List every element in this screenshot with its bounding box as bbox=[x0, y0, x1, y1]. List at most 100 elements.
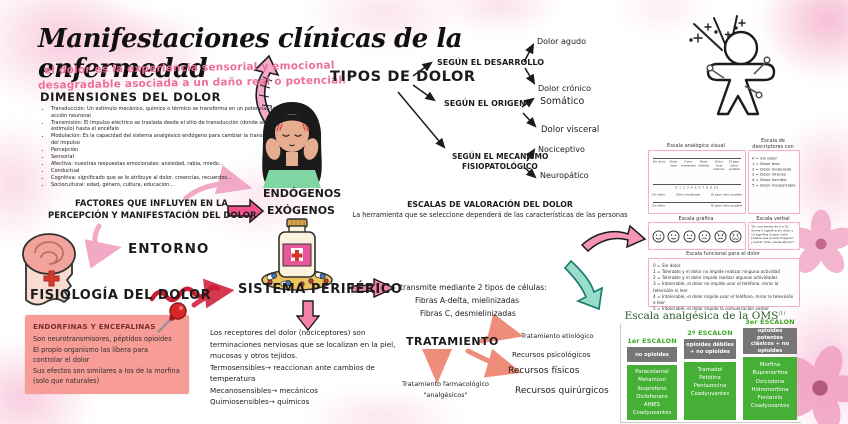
recursos-fisicos: Recursos físicos bbox=[508, 366, 580, 376]
medicine-bottle-illustration bbox=[261, 218, 333, 291]
oms-step-header: opioides débiles + no opioides bbox=[684, 338, 736, 359]
oms-drug: Diclofenaco bbox=[636, 393, 668, 400]
verbal-title: Escala verbal bbox=[756, 216, 790, 222]
oms-step-2: 2º ESCALON opioides débiles + no opioide… bbox=[684, 329, 736, 420]
descriptor-item: 0 = Sin dolor bbox=[752, 156, 778, 161]
oms-drug: Hidromorfona bbox=[751, 386, 789, 393]
tratamiento-heading: TRATAMIENTO bbox=[406, 335, 499, 348]
sistema-heading: SISTEMA PERIFÉRICO bbox=[238, 282, 403, 297]
oms-step-3: 3er ESCALON opioides potentes clásicos +… bbox=[743, 318, 797, 420]
vas-numbers: 0 1 2 3 4 5 6 7 8 9 10 bbox=[675, 185, 719, 190]
vas-label: Dolor moderado bbox=[676, 193, 701, 197]
oms-step-label: 2º ESCALON bbox=[687, 328, 733, 337]
tipos-neuropatico: Neuropático bbox=[540, 171, 589, 180]
tratamiento-farmacologico: Tratamiento farmacológico bbox=[401, 380, 489, 388]
oms-step-drugs: Tramadol Petidina Pentazocina Coadyuvant… bbox=[684, 361, 736, 420]
grafica-title: Escala gráfica bbox=[678, 216, 714, 222]
tratamiento-analgesicos: "analgésicos" bbox=[423, 391, 468, 399]
tipos-cat-mecanismo2: FISIOPATOLÓGICO bbox=[462, 162, 538, 171]
funcional-item: 1 = Tolerable y el dolor no impide reali… bbox=[653, 269, 780, 275]
vas-label: El peor dolor posible bbox=[711, 193, 742, 197]
oms-drug: Metamizol bbox=[638, 377, 666, 384]
receptores-line: Los receptores del dolor (nociceptores) … bbox=[210, 328, 366, 337]
factores-line1: FACTORES QUE INFLUYEN EN LA bbox=[75, 199, 229, 209]
transmite-line2: Fibras A-delta, mielinizadas bbox=[415, 296, 520, 305]
oms-step-1: 1er ESCALON no opioides Paracetamol Meta… bbox=[627, 337, 677, 420]
tipos-dolor-cronico: Dolor crónico bbox=[538, 84, 591, 93]
oms-step-drugs: Morfina Buprenorfina Oxicodona Hidromorf… bbox=[743, 357, 797, 420]
funcional-item: 0 = Sin dolor bbox=[653, 263, 681, 269]
bullet-item: Transducción: Un estímulo mecánico, quím… bbox=[51, 106, 285, 119]
oms-drug: Morfina bbox=[759, 362, 781, 369]
receptores-line: mucosas y otros tejidos. bbox=[210, 351, 298, 361]
receptores-line: Termosensibles→ reaccionan ante cambios … bbox=[210, 362, 375, 372]
funcional-item: 5 = Intolerable, el dolor impide la comu… bbox=[653, 306, 769, 311]
oms-drug: Coadyuvantes bbox=[690, 390, 730, 397]
vas-label: Sin dolor bbox=[652, 193, 666, 197]
oms-step-label: 3er ESCALON bbox=[745, 318, 795, 327]
tipos-cat-desarrollo: SEGÚN EL DESARROLLO bbox=[437, 58, 545, 67]
bullet-item: Conductual bbox=[51, 168, 285, 175]
tipos-cat-mecanismo: SEGÚN EL MECANISMO bbox=[452, 152, 549, 161]
visual-scale-title: Escala analógica visual bbox=[667, 143, 725, 149]
visual-scale-box: Sin dolor Dolor leve Dolor moderado Dolo… bbox=[648, 150, 746, 214]
vas-label: Dolor muy intenso bbox=[713, 160, 725, 171]
vas-label: El peor dolor posible bbox=[711, 203, 742, 208]
recursos-psicologicos: Recursos psicológicos bbox=[512, 350, 591, 359]
pushpin-icon bbox=[157, 302, 187, 333]
face-moderate-icon bbox=[683, 230, 696, 242]
tipos-somatico: Somático bbox=[540, 96, 585, 107]
descriptor-item: 5 = Dolor insoportable bbox=[752, 182, 796, 188]
oms-drug: Buprenorfina bbox=[752, 370, 788, 377]
oms-superscript: (1) bbox=[778, 310, 786, 317]
bullet-item: Cognitiva: significado que se le atribuy… bbox=[51, 175, 285, 182]
escalas-subheading: La herramienta que se seleccione depende… bbox=[352, 211, 628, 219]
receptores-line: terminaciones nerviosas que se localizan… bbox=[210, 339, 396, 349]
face-mild-icon bbox=[667, 230, 680, 242]
oms-drug: Petidina bbox=[699, 374, 721, 381]
oms-step-header: no opioides bbox=[627, 347, 677, 363]
vas-label: Dolor intenso bbox=[698, 160, 710, 168]
oms-step-label: 1er ESCALON bbox=[627, 337, 677, 346]
endorfinas-line: Sus efectos son similares a los de la mo… bbox=[33, 366, 180, 375]
oms-drug: Paracetamol bbox=[635, 369, 669, 376]
oms-drug: Coadyuvantes bbox=[632, 409, 672, 416]
endorfinas-line: El propio organismo las libera para bbox=[33, 345, 149, 354]
bandage-roll-illustration bbox=[22, 233, 76, 306]
oms-drug: AINES bbox=[643, 401, 661, 408]
escalas-heading: ESCALAS DE VALORACIÓN DEL DOLOR bbox=[407, 200, 573, 209]
funcional-item: 3 = Intolerable, el dolor no impide usar… bbox=[653, 281, 779, 293]
tipos-cat-origen: SEGÚN EL ORIGEN bbox=[444, 99, 526, 108]
transmite-line3: Fibras C, desmielinizadas bbox=[420, 309, 516, 318]
oms-drug: Fentanilo bbox=[757, 394, 783, 401]
oms-step-header: opioides potentes clásicos + no opioides bbox=[743, 328, 797, 355]
vas-label: Dolor moderado bbox=[680, 160, 697, 168]
transmite-line1: transmite mediante 2 tipos de células: bbox=[400, 283, 547, 292]
exogenos-label: EXÓGENOS bbox=[267, 204, 335, 217]
pain-marks bbox=[276, 123, 309, 132]
receptores-text: Los receptores del dolor (nociceptores) … bbox=[210, 327, 400, 408]
endogenos-label: ENDÓGENOS bbox=[263, 187, 342, 200]
tratamiento-etiologico: Tratamiento etiológico bbox=[521, 332, 594, 340]
vas-label: Dolor leve bbox=[669, 160, 678, 168]
receptores-line: Mecanosensibles→ mecánicos bbox=[210, 385, 318, 395]
oms-step-drugs: Paracetamol Metamizol Ibuprofeno Diclofe… bbox=[627, 365, 677, 420]
funcional-item: 4 = Intolerable, el dolor impide usar el… bbox=[653, 294, 794, 305]
endorfinas-title: ENDORFINAS Y ENCEFALINAS bbox=[33, 322, 156, 331]
tipos-visceral: Dolor visceral bbox=[541, 125, 600, 135]
vas-label: Sin dolor bbox=[652, 203, 666, 208]
voodoo-doll-illustration bbox=[689, 15, 776, 116]
sparkles bbox=[689, 19, 746, 43]
endorfinas-line: (solo que naturales) bbox=[33, 377, 100, 386]
factores-line2: PERCEPCIÓN Y MANIFESTACIÓN DEL DOLOR bbox=[48, 211, 257, 221]
descriptores-box: 0 = Sin dolor 1 = Dolor leve 2 = Dolor m… bbox=[748, 150, 800, 214]
grafica-box bbox=[648, 222, 746, 250]
vas-label: El peor dolor posible bbox=[728, 160, 740, 171]
tipos-dolor-agudo: Dolor agudo bbox=[537, 37, 587, 46]
oms-drug: Oxicodona bbox=[755, 378, 785, 385]
verbal-text: "En una escala de 0 a 10, donde 0 signif… bbox=[751, 225, 795, 245]
woman-headache-illustration bbox=[262, 102, 322, 188]
receptores-line: temperatura bbox=[210, 374, 256, 384]
